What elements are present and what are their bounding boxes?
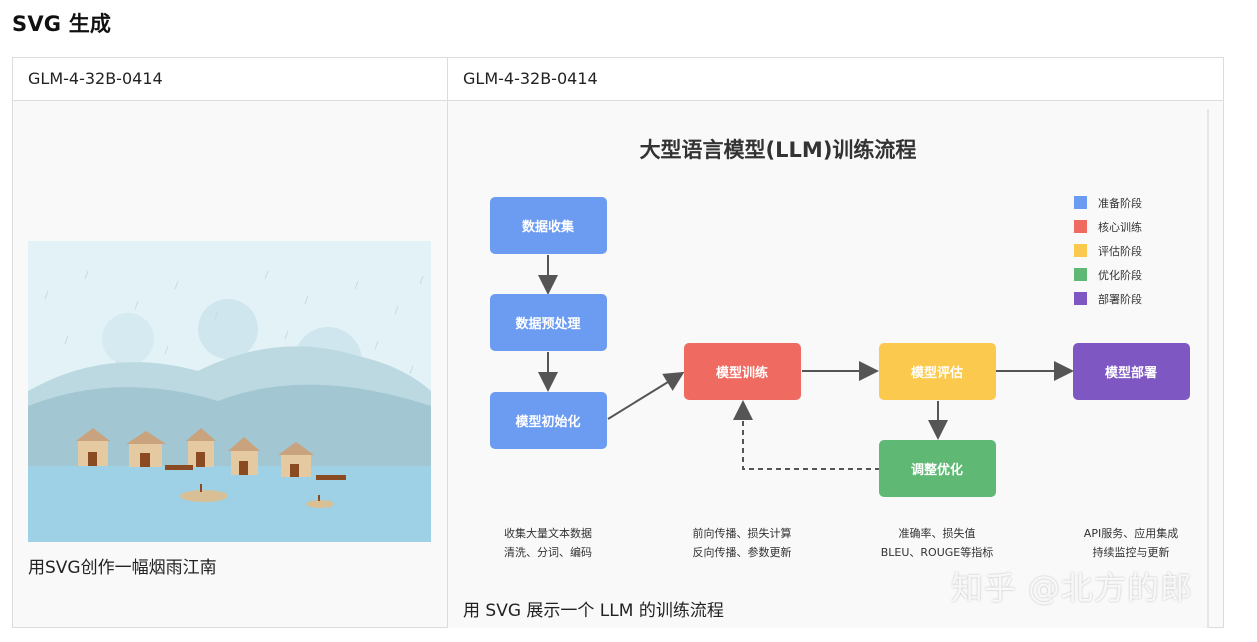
- svg-text:模型初始化: 模型初始化: [515, 414, 580, 430]
- left-column: GLM-4-32B-0414: [13, 58, 448, 627]
- legend-label: 评估阶段: [1098, 244, 1142, 258]
- svg-text:模型部署: 模型部署: [1105, 365, 1157, 381]
- right-caption: 用 SVG 展示一个 LLM 的训练流程: [463, 601, 724, 621]
- note-line: 前向传播、损失计算: [693, 526, 792, 540]
- node-data-preprocess: 数据预处理: [490, 294, 607, 351]
- diagram-title: 大型语言模型(LLM)训练流程: [640, 138, 917, 162]
- house: [186, 428, 216, 467]
- note-line: API服务、应用集成: [1084, 526, 1178, 540]
- stage-notes: 收集大量文本数据 清洗、分词、编码 前向传播、损失计算 反向传播、参数更新 准确…: [504, 526, 1178, 559]
- node-model-eval: 模型评估: [879, 343, 996, 400]
- legend: 准备阶段 核心训练 评估阶段 优化阶段 部署阶段: [1074, 196, 1142, 306]
- mist-circle: [102, 313, 154, 365]
- llm-training-flowchart: 大型语言模型(LLM)训练流程 数据收集 数据预处理: [448, 101, 1209, 628]
- svg-text:模型评估: 模型评估: [911, 365, 963, 381]
- note-line: 持续监控与更新: [1093, 545, 1170, 559]
- feedback-arrow-tune-to-train: [733, 400, 880, 470]
- node-tune-optimize: 调整优化: [879, 440, 996, 497]
- legend-label: 部署阶段: [1098, 292, 1142, 306]
- house: [126, 431, 166, 467]
- node-model-deploy: 模型部署: [1073, 343, 1190, 400]
- node-model-init: 模型初始化: [490, 392, 607, 449]
- legend-swatch: [1074, 244, 1087, 257]
- arrow-init-to-train: [607, 371, 685, 420]
- note-line: 清洗、分词、编码: [504, 545, 592, 559]
- svg-text:模型训练: 模型训练: [716, 365, 768, 381]
- legend-swatch: [1074, 220, 1087, 233]
- legend-swatch: [1074, 292, 1087, 305]
- boat: [306, 495, 334, 508]
- svg-text:调整优化: 调整优化: [911, 462, 963, 478]
- left-body-cell: 用SVG创作一幅烟雨江南: [13, 101, 447, 627]
- legend-label: 准备阶段: [1098, 196, 1142, 210]
- left-caption: 用SVG创作一幅烟雨江南: [28, 558, 217, 578]
- river-water: [28, 466, 431, 542]
- legend-swatch: [1074, 196, 1087, 209]
- note-line: 反向传播、参数更新: [693, 545, 792, 559]
- legend-swatch: [1074, 268, 1087, 281]
- note-line: 收集大量文本数据: [504, 526, 592, 540]
- left-header-cell: GLM-4-32B-0414: [13, 58, 447, 101]
- house: [228, 437, 260, 475]
- jiangnan-rain-scene: [28, 241, 431, 542]
- node-data-collection: 数据收集: [490, 197, 607, 254]
- right-body-cell: 大型语言模型(LLM)训练流程 数据收集 数据预处理: [448, 101, 1223, 628]
- svg-text:数据预处理: 数据预处理: [515, 316, 580, 332]
- wooden-plank: [316, 475, 346, 480]
- legend-label: 核心训练: [1098, 220, 1142, 234]
- right-header-cell: GLM-4-32B-0414: [448, 58, 1223, 101]
- wooden-plank: [165, 465, 193, 470]
- house: [278, 442, 314, 477]
- comparison-table: GLM-4-32B-0414: [12, 57, 1224, 628]
- node-model-train: 模型训练: [684, 343, 801, 400]
- note-line: 准确率、损失值: [899, 526, 976, 540]
- legend-label: 优化阶段: [1098, 268, 1142, 282]
- right-column: GLM-4-32B-0414 大型语言模型(LLM)训练流程: [448, 58, 1223, 628]
- note-line: BLEU、ROUGE等指标: [881, 545, 994, 559]
- section-title: SVG 生成: [12, 12, 112, 36]
- house: [76, 428, 110, 466]
- boat: [180, 484, 228, 502]
- watermark: 知乎 @北方的郎: [950, 569, 1193, 607]
- svg-text:数据收集: 数据收集: [522, 219, 575, 235]
- mist-circle: [198, 299, 258, 359]
- village-houses: [76, 428, 314, 477]
